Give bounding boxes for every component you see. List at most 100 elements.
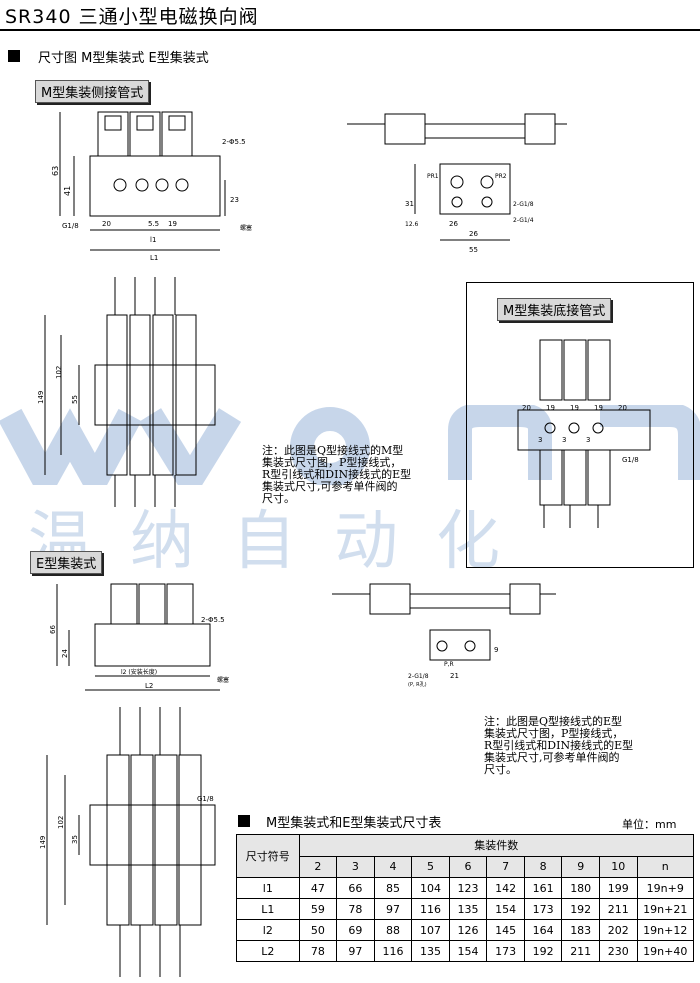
table-cell: 69 <box>336 919 375 941</box>
section-heading: 尺寸图 M型集装式 E型集装式 <box>38 51 209 66</box>
table-cell: 164 <box>523 919 563 941</box>
table-heading: M型集装式和E型集装式尺寸表 <box>266 816 442 831</box>
table-unit: 单位：mm <box>622 818 677 831</box>
dim-3a: 3 <box>538 436 542 444</box>
dim-20a: 20 <box>522 404 531 412</box>
table-row: L1 59 78 97 116 135 154 173 192 211 19n+… <box>236 898 695 920</box>
table-row: l1 47 66 85 104 123 142 161 180 199 19n+… <box>236 877 695 899</box>
table-cell: 211 <box>598 898 638 920</box>
row-symbol: L2 <box>236 940 300 962</box>
note-1-line: 注：此图是Q型接线式的M型 <box>262 444 404 457</box>
watermark-text: 温纳自动化 <box>28 505 538 579</box>
dim-19b: 19 <box>570 404 579 412</box>
table-cell: 126 <box>448 919 488 941</box>
dim-12-6: 12.6 <box>405 221 419 228</box>
dim-l2: l2 (安装长度) <box>121 668 157 676</box>
dim-L1: L1 <box>150 254 158 262</box>
note-2-line: 集装式尺寸图，P型接线式， <box>484 727 624 740</box>
count-cell: 3 <box>336 855 375 878</box>
note-2-line: 集装式尺寸,可参考单件阀的 <box>484 751 620 764</box>
dim-19: 19 <box>168 220 177 228</box>
table-cell: 78 <box>298 940 338 962</box>
label-g18: G1/8 <box>197 795 214 803</box>
note-1-line: R型引线式和DIN接线式的E型 <box>262 468 412 481</box>
table-cell: 85 <box>373 877 413 899</box>
table-cell: 19n+40 <box>636 940 695 962</box>
table-cell: 183 <box>561 919 600 941</box>
table-cell: 192 <box>561 898 600 920</box>
header-group: 集装件数 <box>298 834 695 857</box>
table-cell: 135 <box>448 898 488 920</box>
count-cell: n <box>636 855 695 878</box>
label-g18: G1/8 <box>62 222 79 230</box>
dim-31: 31 <box>405 200 414 208</box>
dim-19c: 19 <box>594 404 603 412</box>
table-cell: 230 <box>598 940 638 962</box>
table-cell: 19n+9 <box>636 877 695 899</box>
label-plug: 螺塞 <box>217 676 229 684</box>
section-bullet <box>8 50 20 62</box>
tag-e-type: E型集装式 <box>30 551 103 574</box>
drawing-m-side-end: PR1 PR2 31 12.6 2-G1/8 2-G1/4 26 26 55 <box>347 113 567 254</box>
table-cell: 145 <box>486 919 525 941</box>
table-cell: 142 <box>486 877 525 899</box>
table-cell: 180 <box>561 877 600 899</box>
tag-m-side: M型集装侧接管式 <box>35 80 150 103</box>
row-symbol: l1 <box>236 877 300 899</box>
table-cell: 154 <box>486 898 525 920</box>
count-cell: 7 <box>486 855 525 878</box>
count-cell: 6 <box>448 855 488 878</box>
dim-5-5: 5.5 <box>148 220 159 228</box>
dim-41: 41 <box>63 186 72 196</box>
dim-55: 55 <box>469 246 478 254</box>
count-cell: 8 <box>523 855 563 878</box>
dim-35: 35 <box>71 835 79 844</box>
dim-149: 149 <box>39 836 47 849</box>
dim-102: 102 <box>55 366 63 379</box>
label-pr2: PR2 <box>495 173 507 180</box>
dim-20: 20 <box>102 220 111 228</box>
bottom-mount-frame <box>466 282 694 568</box>
dim-24: 24 <box>61 649 69 658</box>
dim-55: 55 <box>71 395 79 404</box>
dim-149: 149 <box>37 391 45 404</box>
table-cell: 88 <box>373 919 413 941</box>
dim-21: 21 <box>450 672 459 680</box>
label-pr1: PR1 <box>427 173 439 180</box>
label-2-g14: 2-G1/4 <box>513 217 534 224</box>
dim-L2: L2 <box>145 682 153 690</box>
dimension-table: 尺寸符号 集装件数 2 3 4 5 6 7 8 9 10 n l1 47 66 … <box>236 834 695 962</box>
table-row: l2 50 69 88 107 126 145 164 183 202 19n+… <box>236 919 695 941</box>
tag-m-bottom: M型集装底接管式 <box>497 298 612 321</box>
table-cell: 59 <box>298 898 338 920</box>
dim-20b: 20 <box>618 404 627 412</box>
table-cell: 173 <box>486 940 525 962</box>
drawing-e-end: P,R 21 9 2-G1/8 (P, R孔) <box>332 583 556 688</box>
drawing-m-bottom: 20 19 19 19 20 3 3 3 G1/8 <box>517 339 651 528</box>
dim-19a: 19 <box>546 404 555 412</box>
row-symbol: L1 <box>236 898 300 920</box>
header-symbol: 尺寸符号 <box>236 834 300 878</box>
table-cell: 19n+12 <box>636 919 695 941</box>
table-cell: 19n+21 <box>636 898 695 920</box>
dim-9: 9 <box>494 646 498 654</box>
count-cell: 10 <box>598 855 638 878</box>
table-cell: 199 <box>598 877 638 899</box>
drawing-e-front: 66 24 2-Φ5.5 l2 (安装长度) L2 螺塞 <box>49 583 229 691</box>
page-title: SR340 三通小型电磁换向阀 <box>5 6 259 28</box>
label-2-g18: 2-G1/8 <box>408 673 429 680</box>
drawing-m-side-front: 63 41 2-Φ5.5 G1/8 20 5.5 19 23 螺塞 l1 L1 <box>51 111 252 262</box>
table-cell: 202 <box>598 919 638 941</box>
count-cell: 9 <box>561 855 600 878</box>
table-cell: 211 <box>561 940 600 962</box>
dim-102: 102 <box>57 816 65 829</box>
note-2-line: 尺寸。 <box>484 763 517 776</box>
table-cell: 123 <box>448 877 488 899</box>
note-2-line: R型引线式和DIN接线式的E型 <box>484 739 634 752</box>
note-1: 注：此图是Q型接线式的M型 集装式尺寸图，P型接线式， R型引线式和DIN接线式… <box>262 445 462 505</box>
title-rule <box>0 29 700 31</box>
dim-26a: 26 <box>449 220 458 228</box>
note-2-line: 注：此图是Q型接线式的E型 <box>484 715 623 728</box>
table-cell: 116 <box>373 940 413 962</box>
table-cell: 135 <box>411 940 450 962</box>
